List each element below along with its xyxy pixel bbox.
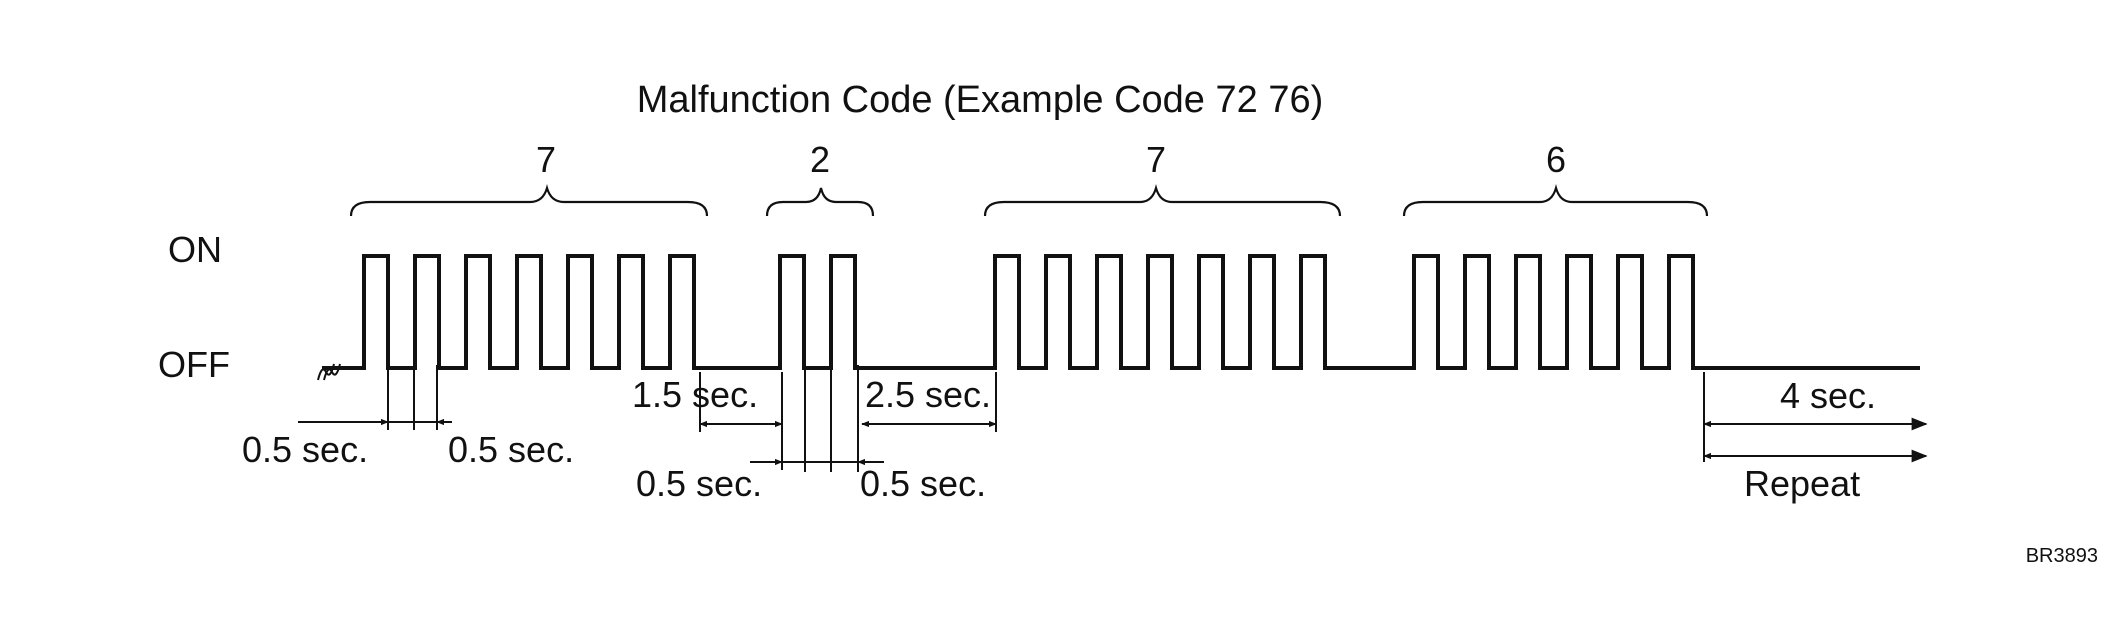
digit-label-3: 7 (1146, 139, 1166, 180)
pulse-on-duration-label-b: 0.5 sec. (636, 463, 762, 504)
code-gap-dimension (861, 372, 997, 432)
digit-gap-dimension (699, 372, 783, 470)
timing-dimension-b (750, 365, 884, 472)
figure-id: BR3893 (2026, 545, 2098, 567)
code-gap-duration-label: 2.5 sec. (865, 374, 991, 415)
repeat-label: Repeat (1744, 463, 1860, 504)
timing-dimension-a (298, 365, 452, 430)
pulse-on-duration-label-a: 0.5 sec. (242, 429, 368, 470)
diagram-title: Malfunction Code (Example Code 72 76) (637, 79, 1324, 121)
digit-gap-duration-label: 1.5 sec. (632, 374, 758, 415)
end-pause-duration-label: 4 sec. (1780, 375, 1876, 416)
end-pause-dimension (1703, 372, 1928, 463)
on-level-label: ON (168, 229, 222, 270)
digit-label-1: 7 (536, 139, 556, 180)
digit-brace-3 (983, 184, 1342, 217)
digit-brace-1 (349, 184, 709, 217)
pulse-off-duration-label-b: 0.5 sec. (860, 463, 986, 504)
digit-brace-2 (765, 187, 875, 217)
signal-waveform (322, 254, 1920, 370)
pulse-off-duration-label-a: 0.5 sec. (448, 429, 574, 470)
digit-brace-4 (1402, 184, 1709, 217)
off-level-label: OFF (158, 344, 230, 385)
digit-label-2: 2 (810, 139, 830, 180)
digit-label-4: 6 (1546, 139, 1566, 180)
